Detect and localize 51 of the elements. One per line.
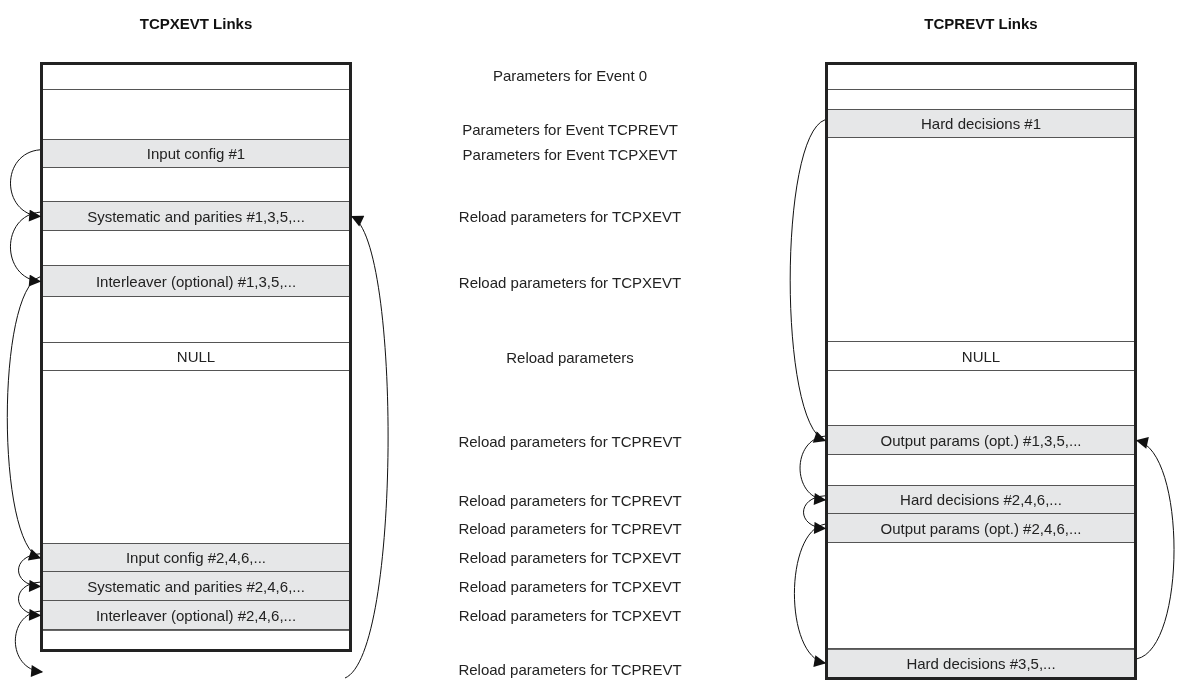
parameter-label: Reload parameters for TCPREVT <box>457 491 683 509</box>
row-label: Systematic and parities #1,3,5,... <box>87 207 305 225</box>
link-arrow <box>18 553 42 591</box>
link-arrow <box>344 215 389 679</box>
parameter-label: Reload parameters for TCPREVT <box>457 519 683 537</box>
table-row <box>43 572 349 601</box>
row-label: Hard decisions #3,5,... <box>906 655 1056 672</box>
link-arrow <box>9 211 42 285</box>
table-row <box>43 202 349 231</box>
link-arrow <box>10 149 42 221</box>
row-label: Systematic and parities #2,4,6,... <box>87 577 305 595</box>
link-arrow <box>18 581 42 620</box>
link-arrow <box>14 610 44 676</box>
row-label: Output params (opt.) #2,4,6,... <box>880 519 1082 537</box>
row-label: Hard decisions #2,4,6,... <box>900 491 1062 508</box>
row-label: Hard decisions #1 <box>920 115 1042 132</box>
parameter-label: Reload parameters for TCPXEVT <box>457 548 683 566</box>
row-label: Interleaver (optional) #1,3,5,... <box>95 272 297 290</box>
row-label: NULL <box>961 347 1001 365</box>
link-arrow <box>6 276 41 559</box>
parameter-label: Reload parameters for TCPREVT <box>457 432 683 450</box>
table-heading: TCPXEVT Links <box>138 15 254 32</box>
link-arrow <box>799 435 827 504</box>
link-arrow <box>803 495 827 533</box>
table-row <box>43 601 349 630</box>
row-label: Output params (opt.) #1,3,5,... <box>880 431 1082 449</box>
table-row <box>43 266 349 297</box>
row-label: Interleaver (optional) #2,4,6,... <box>95 606 297 624</box>
table-row <box>828 649 1134 677</box>
table-row <box>828 110 1134 138</box>
row-label: NULL <box>176 348 216 365</box>
table-row <box>43 544 349 572</box>
link-arrow <box>789 119 826 442</box>
table-row <box>43 140 349 168</box>
parameter-label: Reload parameters <box>505 348 635 366</box>
table-row <box>828 486 1134 514</box>
parameter-label: Reload parameters for TCPXEVT <box>457 207 683 225</box>
parameter-label: Reload parameters for TCPXEVT <box>457 577 683 595</box>
parameter-label: Parameters for Event TCPXEVT <box>461 145 679 163</box>
parameter-label: Parameters for Event TCPREVT <box>461 120 679 138</box>
parameter-label: Reload parameters for TCPXEVT <box>457 273 683 291</box>
parameter-label: Reload parameters for TCPREVT <box>457 660 683 678</box>
table-row <box>828 514 1134 543</box>
row-label: Input config #1 <box>146 145 246 162</box>
link-arrow <box>793 523 827 665</box>
link-arrow <box>1135 439 1175 660</box>
table-row <box>828 426 1134 455</box>
row-label: Input config #2,4,6,... <box>125 549 267 566</box>
table-heading: TCPREVT Links <box>923 15 1039 32</box>
parameter-label: Reload parameters for TCPXEVT <box>457 606 683 624</box>
parameter-label: Parameters for Event 0 <box>491 66 649 84</box>
